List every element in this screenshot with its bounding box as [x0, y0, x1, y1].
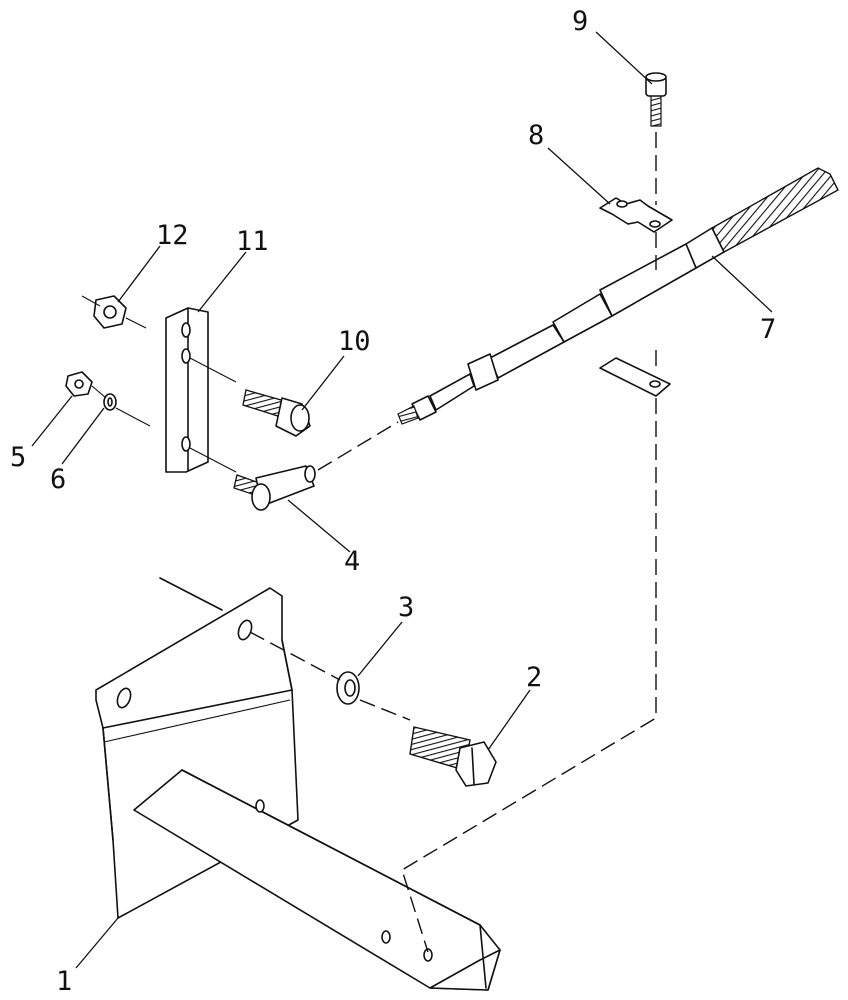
assembly-centerlines	[249, 132, 657, 953]
socket-head-screw	[645, 72, 667, 127]
mounting-bracket	[95, 577, 501, 991]
flat-washer-small	[103, 393, 117, 411]
clamp-plate	[599, 357, 671, 397]
callout-3: 3	[398, 592, 414, 623]
callout-12: 12	[156, 220, 189, 251]
leader-lines	[31, 31, 773, 969]
callout-10: 10	[338, 326, 371, 357]
callout-5: 5	[10, 442, 26, 473]
control-cable	[397, 167, 839, 425]
assembly-lines	[81, 295, 237, 473]
ball-joint	[233, 465, 316, 511]
callout-9: 9	[572, 6, 588, 37]
shoulder-screw	[242, 389, 311, 437]
hex-bolt	[409, 726, 497, 787]
callout-1: 1	[56, 966, 72, 997]
link-plate	[165, 307, 209, 473]
callout-8: 8	[528, 120, 544, 151]
callout-4: 4	[344, 546, 360, 577]
callout-6: 6	[50, 464, 66, 495]
callout-2: 2	[526, 662, 542, 693]
cable-clamp	[599, 197, 673, 233]
callout-11: 11	[236, 226, 269, 257]
hex-nut-large	[93, 295, 127, 329]
callout-7: 7	[760, 314, 776, 345]
hex-nut-small	[65, 371, 93, 397]
lock-washer	[336, 671, 360, 705]
